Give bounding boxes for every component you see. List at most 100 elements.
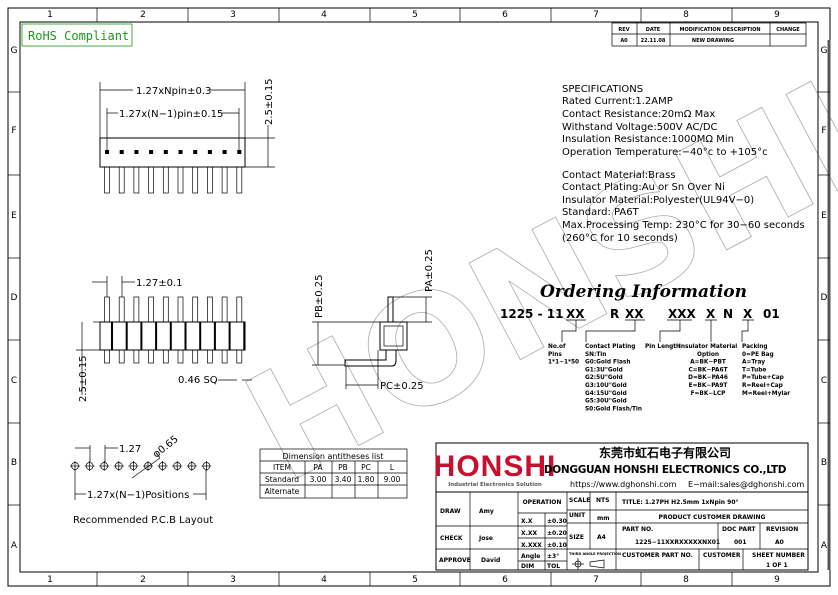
pin-leg bbox=[118, 166, 125, 194]
order-code-segment: 1225 - 11 bbox=[500, 307, 563, 321]
pin-top bbox=[221, 296, 228, 323]
spec-line: SPECIFICATIONS bbox=[562, 84, 643, 95]
grid-row-label: G bbox=[821, 46, 828, 56]
pin-top bbox=[177, 296, 184, 323]
pin-bottom bbox=[104, 349, 110, 364]
svg-text:DOC PART: DOC PART bbox=[722, 526, 756, 533]
pin-leg bbox=[104, 166, 110, 194]
pin-bottom bbox=[221, 349, 228, 364]
pin-top bbox=[236, 296, 243, 323]
svg-text:CUSTOMER: CUSTOMER bbox=[703, 552, 741, 559]
order-option-plating: SN:Tin bbox=[585, 352, 606, 358]
grid-column-label: 4 bbox=[321, 575, 327, 585]
svg-text:PA±0.25: PA±0.25 bbox=[424, 249, 435, 292]
order-option-plating: G3:10U"Gold bbox=[585, 383, 627, 389]
order-option-plating: G4:15U"Gold bbox=[585, 391, 627, 397]
grid-row-label: B bbox=[11, 458, 17, 468]
svg-text:1.27x(N−1)pin±0.15: 1.27x(N−1)pin±0.15 bbox=[119, 109, 223, 120]
pin-top bbox=[207, 296, 213, 323]
pin-pad bbox=[163, 150, 168, 154]
rohs-badge: RoHS Compliant bbox=[21, 23, 133, 47]
pin-leg bbox=[148, 166, 154, 194]
order-option-packing: A=Tray bbox=[742, 360, 765, 366]
pin-leg bbox=[192, 166, 199, 194]
order-code-segment: N bbox=[723, 307, 733, 321]
pin-bottom bbox=[207, 349, 213, 364]
inner-frame bbox=[19, 21, 819, 573]
tolerance-value: ±0.30 bbox=[547, 518, 567, 525]
svg-text:MODIFICATION DESCRIPTION: MODIFICATION DESCRIPTION bbox=[679, 27, 760, 33]
svg-text:CHANGE: CHANGE bbox=[776, 27, 800, 33]
pin-bottom bbox=[177, 349, 184, 364]
svg-text:Industrial Electronics Solutio: Industrial Electronics Solution bbox=[448, 482, 542, 488]
svg-text:SCALE: SCALE bbox=[569, 497, 590, 504]
svg-text:NEW DRAWING: NEW DRAWING bbox=[692, 38, 734, 44]
svg-text:Recommended P.C.B Layout: Recommended P.C.B Layout bbox=[73, 515, 213, 526]
pin-pad bbox=[105, 150, 109, 154]
dim-table-cell: 3.40 bbox=[335, 475, 352, 484]
grid-row-label: D bbox=[821, 293, 828, 303]
honshi-logo: HONSHI Industrial Electronics Solution bbox=[434, 447, 555, 488]
dim-table-header: PC bbox=[361, 463, 371, 472]
tolerance-value: ±0.10 bbox=[547, 542, 567, 549]
grid-column-label: 2 bbox=[140, 10, 146, 20]
grid-row-label: F bbox=[11, 126, 16, 136]
pin-pad bbox=[119, 150, 124, 154]
svg-text:001: 001 bbox=[734, 539, 747, 546]
grid-column-label: 9 bbox=[774, 10, 780, 20]
order-option-insulator: A=BK−PBT bbox=[690, 360, 726, 366]
svg-text:CHECK: CHECK bbox=[440, 535, 463, 542]
spec-line: (260°C for 10 seconds) bbox=[562, 233, 678, 244]
svg-text:David: David bbox=[481, 557, 500, 564]
tolerance-label: X.X bbox=[521, 518, 533, 525]
pin-pad bbox=[222, 150, 227, 154]
grid-row-label: A bbox=[11, 541, 18, 551]
svg-text:1225−11XXRXXXXXNX01: 1225−11XXRXXXXXNX01 bbox=[635, 539, 720, 546]
svg-text:0.46 SQ: 0.46 SQ bbox=[178, 375, 218, 386]
svg-text:东莞市虹石电子有限公司: 东莞市虹石电子有限公司 bbox=[599, 445, 731, 460]
spec-line: Insulation Resistance:1000MΩ Min bbox=[562, 134, 734, 145]
svg-text:mm: mm bbox=[597, 515, 610, 522]
svg-text:22.11.08: 22.11.08 bbox=[641, 38, 666, 44]
spec-line: Insulator Material:Polyester(UL94V−0) bbox=[562, 195, 754, 206]
order-option-insulator: D=BK−PA46 bbox=[688, 375, 728, 381]
grid-row-label: B bbox=[821, 458, 827, 468]
tolerance-label: X.XX bbox=[521, 530, 538, 537]
order-option-pins: No.of bbox=[548, 344, 566, 350]
front-view: 2.5±0.15 1.27±0.1 0.46 SQ bbox=[76, 276, 252, 402]
pin-pad bbox=[178, 150, 183, 154]
grid-row-label: C bbox=[821, 376, 827, 386]
pin-bottom bbox=[236, 349, 243, 364]
dim-table-cell: 1.80 bbox=[358, 475, 375, 484]
svg-text:PB±0.25: PB±0.25 bbox=[314, 274, 325, 318]
order-code-segment: R bbox=[610, 307, 619, 321]
order-option-packing: T=Tube bbox=[742, 367, 766, 373]
svg-text:PART NO.: PART NO. bbox=[622, 526, 653, 533]
grid-row-label: E bbox=[11, 211, 17, 221]
order-code-segment: XX bbox=[625, 307, 644, 321]
pin-top bbox=[104, 296, 110, 323]
grid-column-label: 3 bbox=[230, 10, 236, 20]
svg-text:Ordering Information: Ordering Information bbox=[540, 282, 747, 302]
order-option-pins: Pins bbox=[548, 352, 562, 358]
spec-line: Withstand Voltage:500V AC/DC bbox=[562, 122, 718, 133]
grid-row-label: E bbox=[821, 211, 827, 221]
order-option-pins: 1*1~1*50 bbox=[548, 360, 579, 366]
pin-top bbox=[133, 296, 140, 323]
svg-text:UNIT: UNIT bbox=[569, 512, 586, 519]
svg-text:THIRD ANGLE PROJECTION: THIRD ANGLE PROJECTION bbox=[569, 552, 621, 556]
order-option-packing: P=Tube+Cap bbox=[742, 375, 784, 381]
pin-leg bbox=[221, 166, 228, 194]
svg-text:1.27x(N−1)Positions: 1.27x(N−1)Positions bbox=[87, 490, 189, 501]
svg-text:1.27xNpin±0.3: 1.27xNpin±0.3 bbox=[136, 86, 211, 97]
svg-text:1.27: 1.27 bbox=[119, 444, 141, 455]
third-angle-projection-icon bbox=[572, 558, 605, 570]
svg-text:RoHS Compliant: RoHS Compliant bbox=[28, 29, 129, 43]
svg-text:REV: REV bbox=[618, 27, 629, 33]
pin-bottom bbox=[192, 349, 199, 364]
grid-column-label: 6 bbox=[502, 10, 508, 20]
order-option-plating: G2:5U"Gold bbox=[585, 375, 623, 381]
spec-line: Contact Resistance:20mΩ Max bbox=[562, 109, 715, 120]
dim-table-header: PB bbox=[338, 463, 348, 472]
